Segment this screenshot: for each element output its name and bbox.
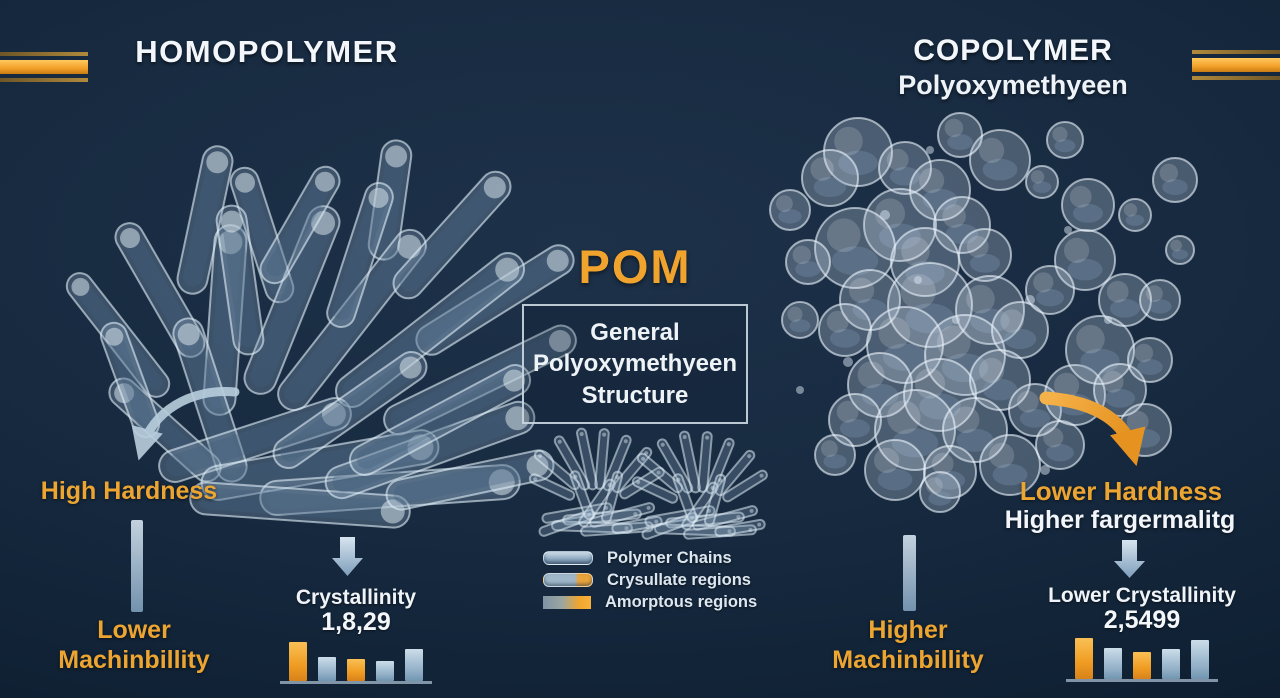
lower-crystallinity-chart: Lower Crystallinity 2,5499 [1048,584,1236,682]
bar [1133,651,1151,679]
bar [289,641,307,681]
stripe-thin [0,78,88,82]
chart-bars [1075,637,1209,679]
chart-bars [289,639,423,681]
down-arrow-right-icon [1114,540,1145,578]
legend-row-polymer-chains: Polymer Chains [543,548,757,567]
label-line: Lower [97,616,171,644]
legend-label: Crysullate regions [607,570,751,589]
label-line: Machinbillity [58,645,210,674]
crystallinity-chart: Crystallinity 1,8,29 [280,586,432,684]
polymer-chain-capsule-icon [543,551,593,565]
bar [376,660,394,681]
chart-value: 2,5499 [1103,606,1181,635]
stripe-thin [1192,76,1280,80]
copolymer-spheres-illustration [769,112,1198,513]
homopolymer-rods-illustration [65,139,577,529]
pom-structure-mini-clusters-illustration [528,427,768,540]
legend-label: Amorptous regions [605,592,758,611]
crystallite-capsule-icon [543,573,593,587]
legend-row-amorphous-regions: Amorptous regions [543,592,758,611]
chart-title: Crystallinity [295,586,417,609]
bar [1075,637,1093,679]
legend: Polymer Chains Crysullate regions Amorpt… [543,548,758,611]
label-line: Machinbillity [832,645,984,674]
bar [347,658,365,681]
curved-arrow-left-icon [131,387,240,461]
stripe-thin [1192,50,1280,54]
high-hardness-label: High Hardness [40,477,218,505]
bar [1104,647,1122,679]
decorative-stripes-right [1192,50,1280,80]
lower-hardness-label: Lower Hardness [1019,476,1223,506]
copolymer-subtitle: Polyoxymethyeen [898,70,1128,100]
curved-arrow-right-icon [1039,391,1146,467]
chart-title: Lower Crystallinity [1048,584,1236,607]
structure-box-line: Structure [581,381,689,409]
label-line: Higher [868,616,948,644]
copolymer-title: COPOLYMER [913,34,1113,67]
stripe-thin [0,52,88,56]
chart-value: 1,8,29 [321,608,391,637]
pom-label: POM [578,240,692,293]
bar [405,648,423,681]
chart-baseline [1066,678,1218,682]
legend-label: Polymer Chains [607,548,732,567]
higher-subtext-label: Higher fargermalitg [1004,506,1236,534]
bar [1191,639,1209,679]
stripe-thick [1192,58,1280,72]
down-arrow-left-icon [332,537,363,576]
stripe-thick [0,60,88,74]
bar [1162,648,1180,679]
divider-bar-right [903,535,916,611]
chart-baseline [280,680,432,684]
bar [318,656,336,681]
amorphous-gradient-bar-icon [543,595,591,609]
structure-box-line: Polyoxymethyeen [532,350,738,378]
higher-machinability-label: Higher Machinbillity [798,616,1018,675]
structure-box: General Polyoxymethyeen Structure [522,304,748,424]
structure-box-line: General [590,319,680,347]
decorative-stripes-left [0,52,88,82]
lower-machinability-label: Lower Machinbillity [24,616,244,675]
divider-bar-left [131,520,143,612]
homopolymer-title: HOMOPOLYMER [135,34,399,69]
legend-row-crystallite-regions: Crysullate regions [543,570,757,589]
